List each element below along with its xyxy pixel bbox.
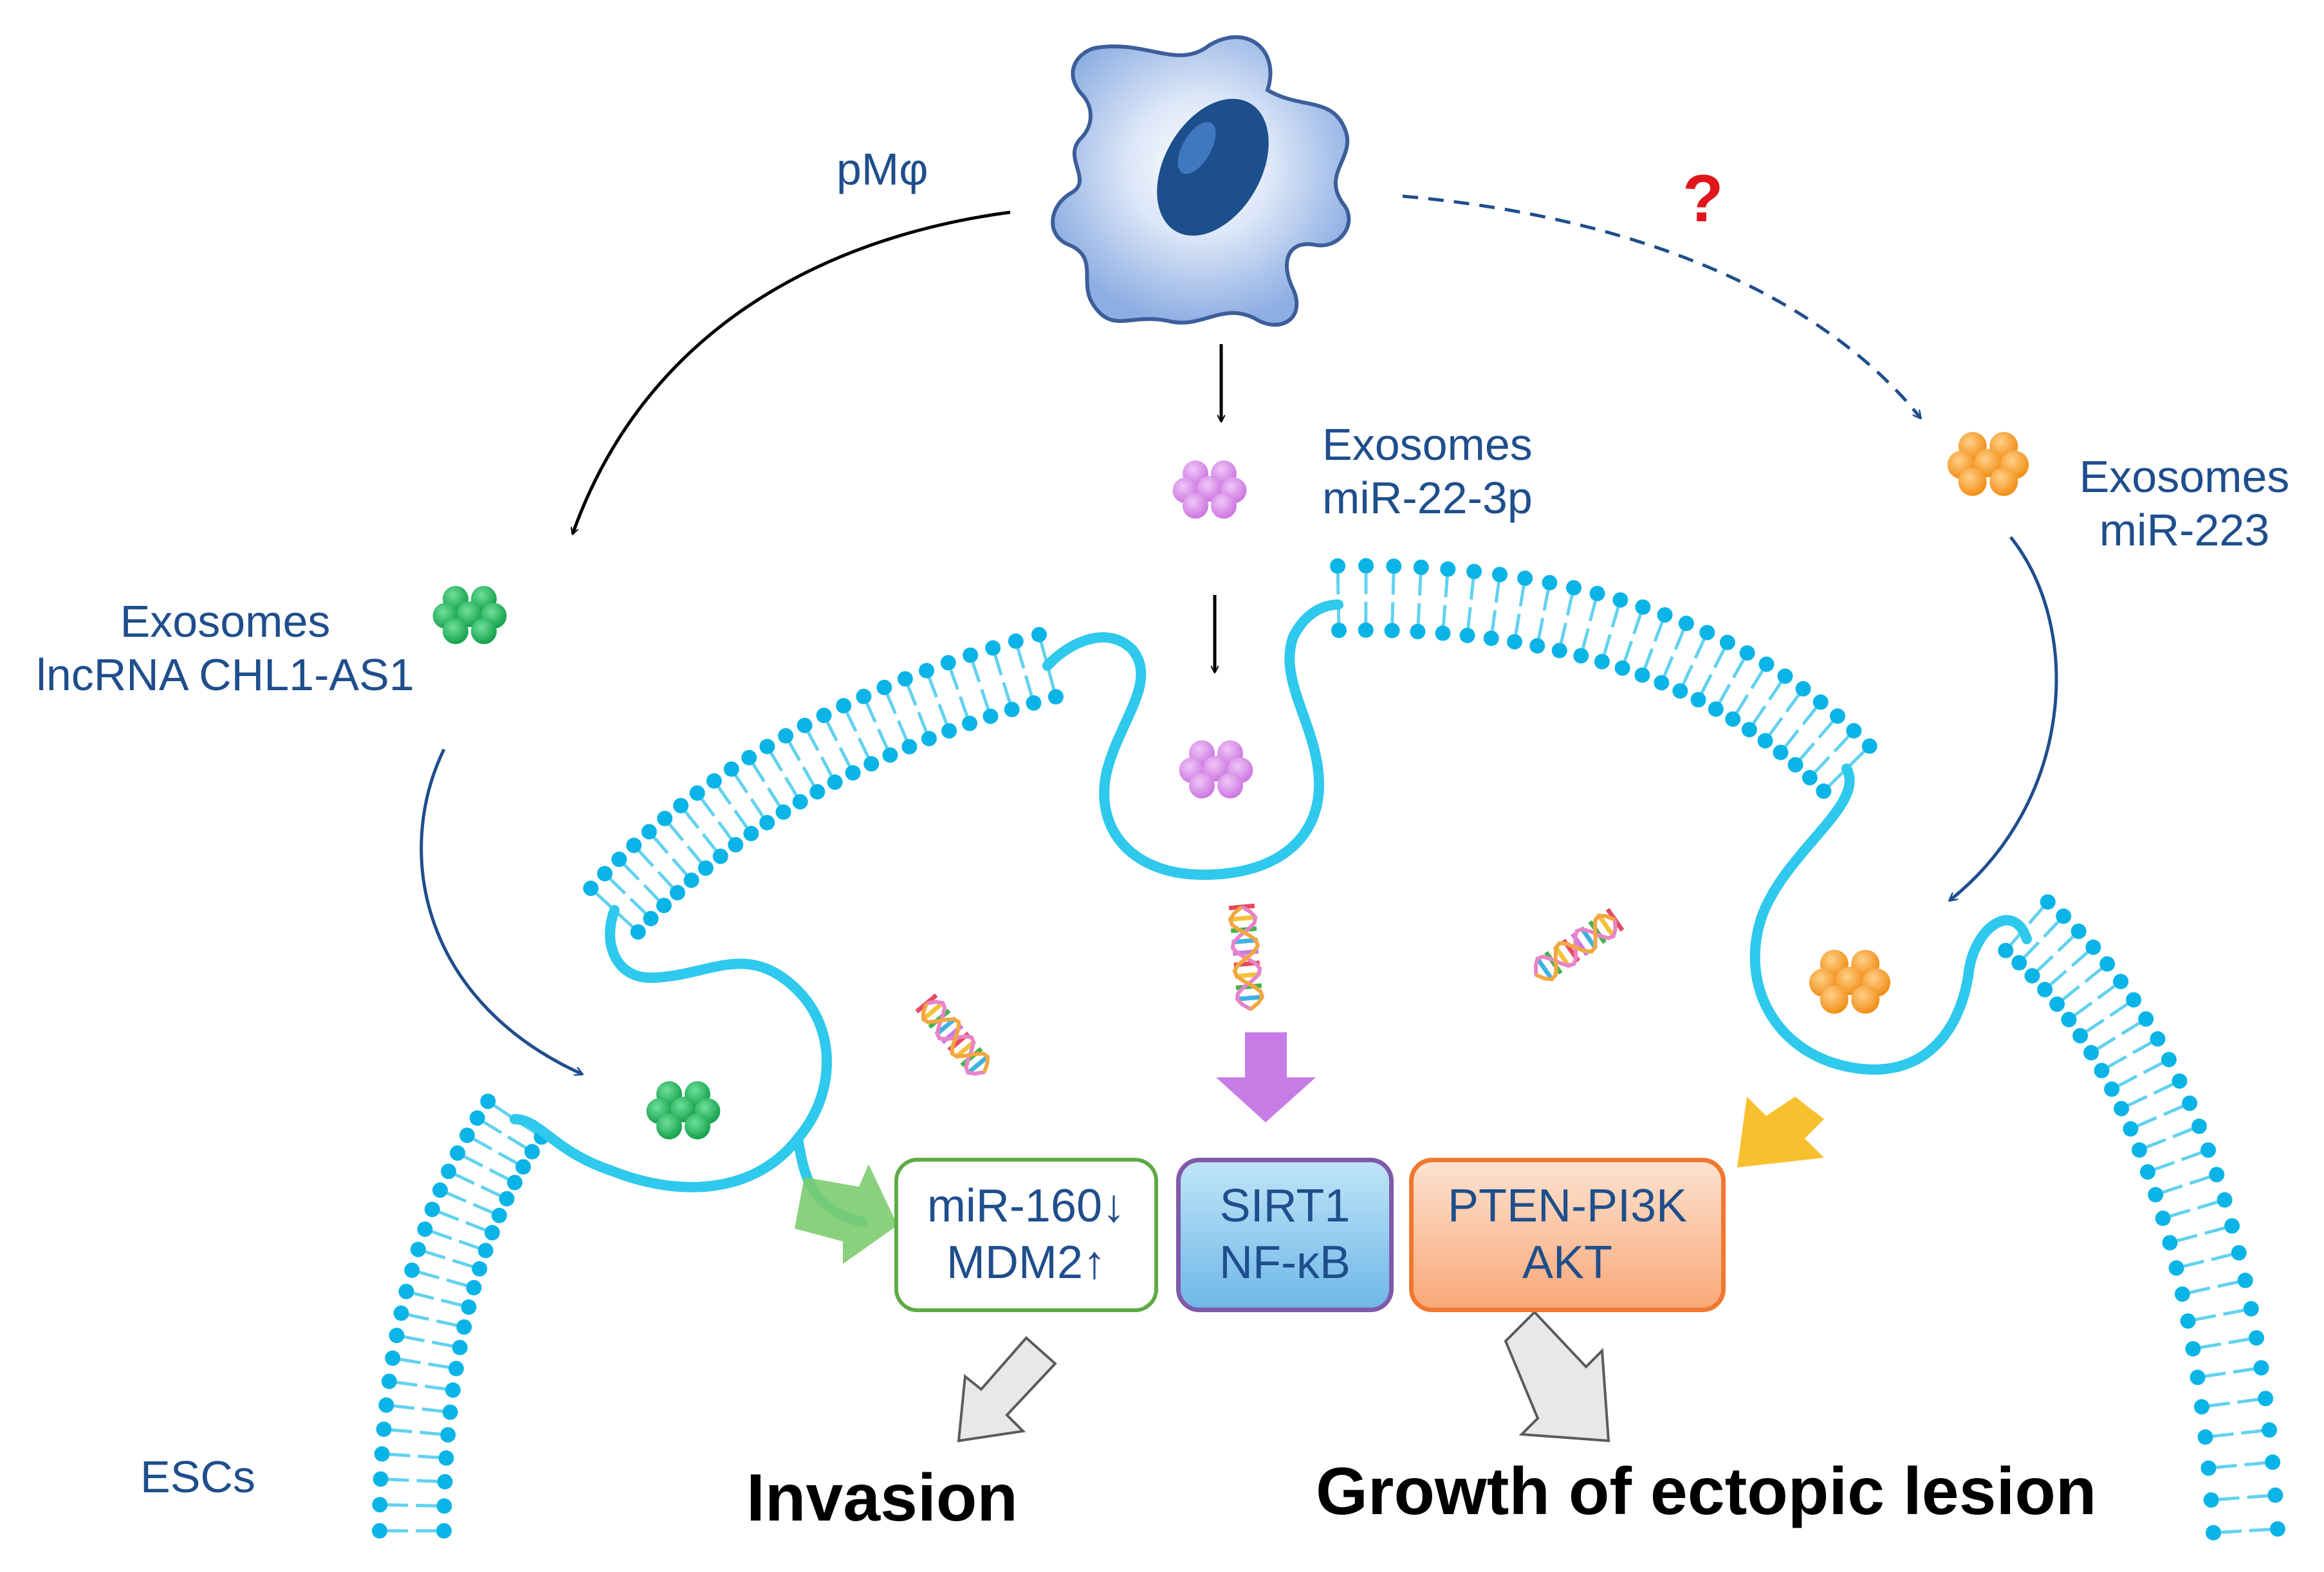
exosomes-green-outside bbox=[432, 586, 507, 644]
box-sirt1-nfkb: SIRT1 NF-κB bbox=[1176, 1158, 1394, 1312]
cells-label: ESCs bbox=[140, 1452, 255, 1502]
box-purple-line1: SIRT1 bbox=[1219, 1180, 1351, 1232]
box-pten-pi3k-akt: PTEN-PI3K AKT bbox=[1409, 1158, 1726, 1312]
macrophage-cell bbox=[1051, 35, 1351, 327]
membrane-segment-far-right bbox=[1998, 894, 2285, 1540]
membrane-right-pocket bbox=[1749, 763, 2032, 1075]
exosome-mid-cargo: miR-22-3p bbox=[1322, 472, 1533, 523]
purple-block-arrow bbox=[1216, 1032, 1316, 1122]
exosome-left-label: Exosomes lncRNA CHL1-AS1 bbox=[19, 595, 431, 701]
cell-membranes bbox=[372, 558, 2285, 1540]
box-green-line2: MDM2↑ bbox=[946, 1237, 1106, 1288]
rna-strand-left bbox=[915, 993, 990, 1076]
invasion-outline-arrow bbox=[957, 1336, 1057, 1443]
membrane-segment-far-left bbox=[372, 1093, 549, 1539]
outcome-invasion: Invasion bbox=[746, 1461, 1018, 1535]
rna-strands bbox=[915, 903, 1625, 1076]
arrow-mac-to-right-exosomes-dashed bbox=[1402, 194, 1921, 418]
exosome-right-label: Exosomes miR-223 bbox=[2056, 450, 2313, 556]
exosomes-purple-outside bbox=[1172, 461, 1247, 519]
growth-outline-arrow bbox=[1504, 1310, 1610, 1443]
arrow-left-exo-into-cell bbox=[420, 748, 582, 1074]
membrane-segment-right-arc bbox=[1330, 558, 1877, 800]
rna-strand-center bbox=[1228, 903, 1265, 1011]
box-orange-line2: AKT bbox=[1522, 1237, 1613, 1288]
exosomes-orange-inside bbox=[1809, 949, 1891, 1014]
exosomes-green-inside bbox=[646, 1081, 721, 1140]
outcome-growth: Growth of ectopic lesion bbox=[1316, 1454, 2097, 1529]
rna-strand-right bbox=[1533, 908, 1625, 982]
membrane-left-pocket bbox=[510, 905, 832, 1193]
macrophage-label: pMφ bbox=[836, 144, 928, 194]
exosome-right-title: Exosomes bbox=[2079, 452, 2290, 502]
exosome-mid-label: Exosomes miR-22-3p bbox=[1322, 418, 1533, 524]
arrow-mac-to-left-exosomes bbox=[573, 210, 1011, 534]
unknown-link-mark: ? bbox=[1683, 161, 1724, 236]
arrow-right-exo-into-cell bbox=[1950, 536, 2058, 900]
exosome-mid-title: Exosomes bbox=[1322, 419, 1533, 470]
exosome-left-cargo: lncRNA CHL1-AS1 bbox=[36, 649, 414, 700]
exosome-right-cargo: miR-223 bbox=[2099, 504, 2270, 555]
membrane-segment-left-arc bbox=[583, 626, 1064, 940]
exosome-clusters bbox=[432, 432, 2029, 1140]
exosomes-purple-inside bbox=[1179, 740, 1253, 799]
membrane-mid-pocket bbox=[1042, 599, 1343, 881]
box-orange-line1: PTEN-PI3K bbox=[1447, 1180, 1688, 1232]
yellow-block-arrow bbox=[1737, 1097, 1824, 1167]
green-block-arrow bbox=[795, 1164, 898, 1264]
exosomes-orange-outside bbox=[1947, 432, 2029, 497]
box-green-line1: miR-160↓ bbox=[927, 1180, 1126, 1232]
box-mir160-mdm2: miR-160↓ MDM2↑ bbox=[894, 1158, 1158, 1312]
exosome-left-title: Exosomes bbox=[120, 596, 331, 646]
box-purple-line2: NF-κB bbox=[1219, 1237, 1351, 1288]
